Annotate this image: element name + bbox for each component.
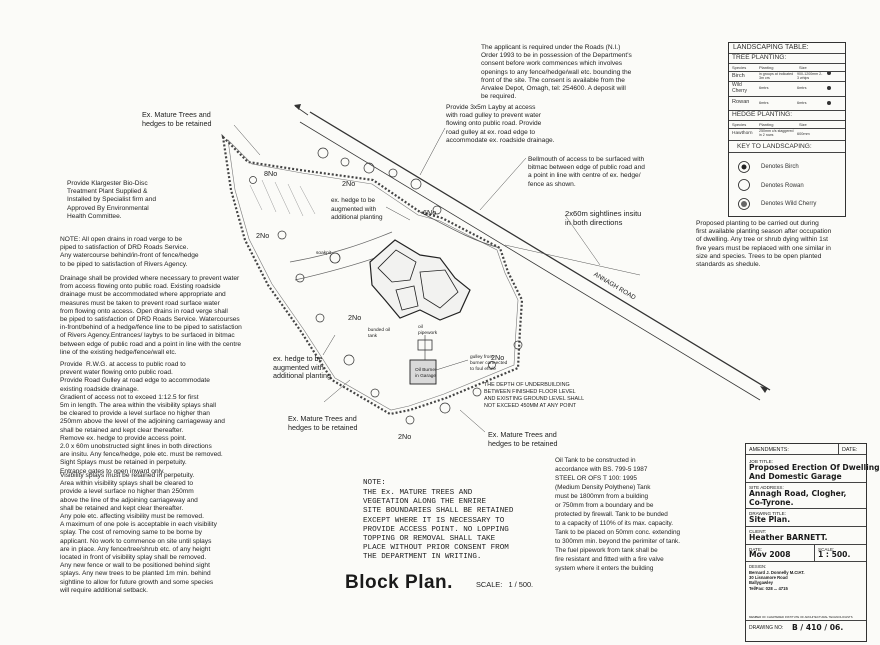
trees-note-heading: NOTE: [363, 479, 386, 487]
road-edge-north [309, 111, 771, 391]
planting-note: Proposed planting to be carried out duri… [696, 220, 832, 269]
table-tree-marks [827, 71, 831, 105]
oil-burner-label: Oil Burner in Garage [415, 368, 437, 379]
tree-count-label: 2No [398, 432, 412, 441]
amendments-date-label: DATE: [842, 447, 858, 453]
tree-row-size: 6mtrs [797, 86, 807, 90]
oil-tank-note: Oil Tank to be constructed in accordance… [555, 457, 681, 572]
date-label: DATE: [749, 547, 763, 552]
road-edge-south [299, 121, 761, 401]
hedge-col: Planting [759, 122, 774, 127]
key-heading: KEY TO LANDSCAPING: [737, 143, 812, 150]
dwelling-footprint [369, 239, 471, 321]
tree-count-label: 8No [264, 169, 278, 178]
designer-details: Bernard J. Donnelly M.CIAT. 30 Lisnamore… [749, 570, 805, 591]
drawing-no: B / 410 / 06. [792, 623, 844, 632]
tree-col: Size [799, 65, 807, 70]
hedge-row-planting: 250mm c/s staggered in 2 rows [759, 129, 794, 138]
client-name: Heather BARNETT. [749, 533, 828, 542]
soakpit [329, 252, 341, 264]
tree-row-planting: 6mtrs [759, 101, 769, 105]
field-hatch [249, 179, 316, 217]
key-wild-cherry: Denotes Wild Cherry [761, 201, 817, 207]
sightlines-label: 2x60m sightlines insitu in both directio… [565, 209, 642, 227]
tree-count-label: 2No [491, 353, 505, 362]
tree-count-label: 6No [423, 208, 437, 217]
leader-lines [233, 124, 527, 433]
rwg-note: Provide R.W.G. at access to public road … [60, 361, 225, 475]
site-address-label: SITE ADDRESS: [749, 485, 784, 490]
drawing-title: Site Plan. [749, 515, 791, 524]
tree-row-size: 900-1200mm 2-3 whips [797, 72, 823, 81]
open-drains-note: NOTE: All open drains in road verge to b… [60, 236, 199, 268]
tree-symbols [249, 147, 523, 425]
tree-row-species: Birch [732, 73, 745, 79]
client-label: CLIENT: [749, 529, 767, 534]
hedge-augment-label-2: ex. hedge to be augmented with additiona… [273, 354, 331, 381]
job-title-label: JOB TITLE: [749, 459, 773, 464]
mature-trees-label-right: Ex. Mature Trees and hedges to be retain… [488, 430, 558, 448]
scale-label: SCALE: [818, 547, 835, 552]
landscaping-title: LANDSCAPING TABLE: [733, 44, 809, 51]
trees-retention-note: THE Ex. MATURE TREES AND VEGETATION ALON… [363, 489, 514, 562]
scale-value: 1 : 500. [818, 550, 851, 559]
drainage-note: Drainage shall be provided where necessa… [60, 275, 242, 356]
hedge-col: Species [732, 122, 747, 127]
roads-order-note: The applicant is required under the Road… [481, 44, 632, 101]
tree-count-label: 2No [342, 179, 356, 188]
treatment-plant-note: Provide Klargester Bio-Disc Treatment Pl… [67, 180, 157, 220]
tree-col: Species [732, 65, 747, 70]
tree-planting-heading: TREE PLANTING: [732, 54, 787, 61]
hedge-row-size: 600mm [797, 132, 810, 136]
designer-heading: DESIGN: [749, 564, 767, 569]
key-birch: Denotes Birch [761, 164, 799, 170]
drawing-title-label: DRAWING TITLE: [749, 511, 787, 516]
tree-col: Planting [759, 65, 774, 70]
tree-row-planting: 6mtrs [759, 86, 769, 90]
tree-row-planting: in groups at indicated 3m crs [759, 72, 794, 81]
hedge-col: Size [799, 122, 807, 127]
tree-count-label: 2No [256, 231, 270, 240]
garage [409, 359, 437, 385]
job-title: Proposed Erection Of Dwelling And Domest… [749, 463, 880, 481]
site-address: Annagh Road, Clogher, Co-Tyrone. [749, 489, 847, 507]
hedge-planting-heading: HEDGE PLANTING: [732, 111, 793, 118]
visibility-note: Visibility splays must be retained in pe… [60, 472, 217, 594]
plan-scale: SCALE: 1 / 500. [476, 580, 534, 589]
tree-row-species: Wild Cherry [732, 82, 748, 94]
landscaping-table: LANDSCAPING TABLE: TREE PLANTING: Specie… [728, 42, 846, 217]
oil-pipework-label: oil pipework [418, 325, 438, 336]
underbuilding-note: THE DEPTH OF UNDERBUILDING BETWEEN FINIS… [484, 382, 585, 409]
mature-trees-label-top: Ex. Mature Trees and hedges to be retain… [142, 110, 212, 128]
landscape-key-symbols [738, 161, 750, 210]
hedge-row-species: Hawthorn [732, 131, 753, 136]
title-block: AMENDMENTS: DATE: JOB TITLE: Proposed Er… [745, 443, 880, 642]
tree-row-size: 6mtrs [797, 101, 807, 105]
plan-title: Block Plan. [345, 572, 453, 593]
institute-membership: MEMBER OF CHARTERED INSTITUTE OF ARCHITE… [749, 615, 853, 619]
bellmouth-note: Bellmouth of access to be surfaced with … [528, 156, 645, 188]
amendments-label: AMENDMENTS: [749, 447, 789, 453]
layby-note: Provide 3x5m Layby at access with road g… [446, 104, 555, 144]
mature-trees-label-left: Ex. Mature Trees and hedges to be retain… [288, 414, 358, 432]
hedge-augment-label: ex. hedge to be augmented with additiona… [331, 197, 383, 222]
drawing-no-label: DRAWING NO: [749, 625, 784, 631]
tree-row-species: Rowan [732, 99, 750, 105]
tree-count-label: 2No [348, 313, 362, 322]
gulley-label: gulley from burner connected to foul eff… [470, 355, 508, 372]
soakpit-label: soakpit [316, 251, 332, 256]
date-value: Mov 2008 [749, 550, 791, 559]
bunded-tank-label: bunded oil tank [368, 328, 391, 339]
key-rowan: Denotes Rowan [761, 183, 804, 189]
